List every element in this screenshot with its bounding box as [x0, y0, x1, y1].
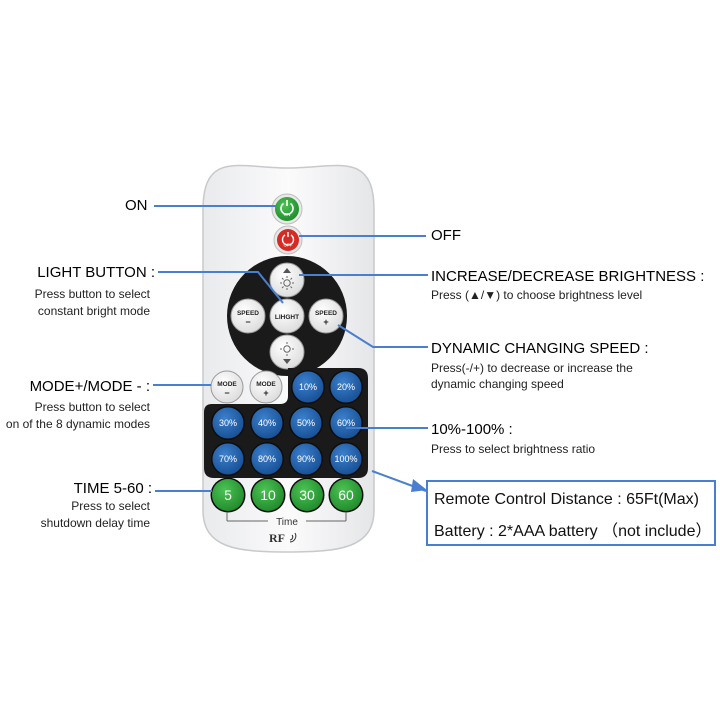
speed-desc-1: Press(-/+) to decrease or increase the [431, 361, 633, 375]
off-button-text: OFF [284, 243, 293, 248]
percent-button-70pct-text: 70% [219, 454, 237, 464]
time-button-60[interactable]: 60 [328, 477, 364, 513]
percent-button-50pct[interactable]: 50% [289, 406, 323, 440]
percent-button-60pct-text: 60% [337, 418, 355, 428]
percent-button-70pct[interactable]: 70% [211, 442, 245, 476]
light-button-text: LIHGHT [275, 314, 299, 321]
time-button-10[interactable]: 10 [250, 477, 286, 513]
time-button-30[interactable]: 30 [289, 477, 325, 513]
percent-button-90pct[interactable]: 90% [289, 442, 323, 476]
mode-plus-button[interactable]: MODE + [249, 370, 283, 404]
time-button-30-text: 30 [299, 487, 315, 503]
on-label: ON [125, 197, 148, 214]
time-buttons: 5 10 30 60 [210, 477, 364, 513]
percent-button-30pct[interactable]: 30% [211, 406, 245, 440]
mode-desc-2: on of the 8 dynamic modes [5, 417, 150, 431]
mode-desc-1: Press button to select [34, 400, 150, 414]
info-box: Remote Control Distance : 65Ft(Max) Batt… [426, 480, 716, 546]
speed-minus-sign: − [245, 317, 250, 327]
percent-button-40pct[interactable]: 40% [250, 406, 284, 440]
brightness-down-button[interactable] [269, 334, 305, 370]
percent-panel [204, 368, 368, 478]
light-button-desc-1: Press button to select [34, 287, 150, 301]
mode-plus-text: MODE [256, 381, 276, 388]
speed-desc-2: dynamic changing speed [431, 377, 564, 391]
rf-signal-icon [289, 532, 297, 543]
light-button-title: LIGHT BUTTON : [37, 264, 155, 281]
mode-minus-button[interactable]: MODE − [210, 370, 244, 404]
percent-button-80pct-text: 80% [258, 454, 276, 464]
percent-button-20pct-text: 20% [337, 382, 355, 392]
speed-callout [337, 324, 428, 348]
sun-up-icon [280, 276, 294, 290]
brightness-up-button[interactable] [269, 262, 305, 298]
off-label: OFF [431, 227, 461, 244]
mode-plus-sign: + [263, 388, 268, 398]
percent-desc: Press to select brightness ratio [431, 442, 596, 456]
info-box-distance: Remote Control Distance : 65Ft(Max) [434, 491, 699, 508]
sun-down-icon [280, 342, 294, 356]
percent-button-80pct[interactable]: 80% [250, 442, 284, 476]
on-button-text: ON [284, 212, 291, 217]
percent-button-90pct-text: 90% [297, 454, 315, 464]
speed-plus-text: SPEED [315, 310, 337, 317]
info-box-arrowhead [411, 479, 427, 492]
percent-buttons: 10% 20% 30% 40% 50% 60% 70% 80% 90% 100% [211, 370, 363, 476]
time-label: Time [276, 517, 298, 528]
mode-minus-text: MODE [217, 381, 237, 388]
on-button[interactable]: ON [271, 193, 303, 225]
percent-button-10pct[interactable]: 10% [291, 370, 325, 404]
speed-title: DYNAMIC CHANGING SPEED : [431, 340, 649, 357]
time-button-5-text: 5 [224, 487, 232, 503]
light-button[interactable]: LIHGHT [269, 298, 305, 334]
time-desc-1: Press to select [71, 499, 150, 513]
time-title: TIME 5-60 : [73, 480, 152, 497]
power-icon [281, 232, 295, 246]
time-bracket: Time [226, 512, 347, 528]
info-box-battery: Battery : 2*AAA battery （not include） [434, 523, 712, 540]
time-button-5[interactable]: 5 [210, 477, 246, 513]
time-button-60-text: 60 [338, 487, 354, 503]
percent-button-30pct-text: 30% [219, 418, 237, 428]
speed-plus-sign: + [323, 317, 328, 327]
percent-button-20pct[interactable]: 20% [329, 370, 363, 404]
speed-minus-text: SPEED [237, 310, 259, 317]
mode-minus-sign: − [224, 388, 229, 398]
off-button[interactable]: OFF [273, 225, 303, 255]
percent-button-50pct-text: 50% [297, 418, 315, 428]
brightness-desc: Press (▲/▼) to choose brightness level [431, 288, 643, 302]
rf-label: RF [269, 531, 285, 545]
percent-button-100pct-text: 100% [334, 454, 357, 464]
time-desc-2: shutdown delay time [40, 516, 150, 530]
brightness-title: INCREASE/DECREASE BRIGHTNESS : [431, 268, 705, 285]
percent-button-40pct-text: 40% [258, 418, 276, 428]
percent-button-100pct[interactable]: 100% [329, 442, 363, 476]
percent-title: 10%-100% : [431, 421, 513, 438]
percent-button-60pct[interactable]: 60% [329, 406, 363, 440]
rf-logo: RF [269, 531, 297, 545]
power-icon [280, 200, 294, 216]
light-button-desc-2: constant bright mode [37, 304, 150, 318]
percent-button-10pct-text: 10% [299, 382, 317, 392]
speed-minus-button[interactable]: SPEED − [230, 298, 266, 334]
mode-title: MODE+/MODE - : [29, 378, 150, 395]
time-button-10-text: 10 [260, 487, 276, 503]
speed-plus-button[interactable]: SPEED + [308, 298, 344, 334]
light-button-callout [158, 271, 284, 304]
